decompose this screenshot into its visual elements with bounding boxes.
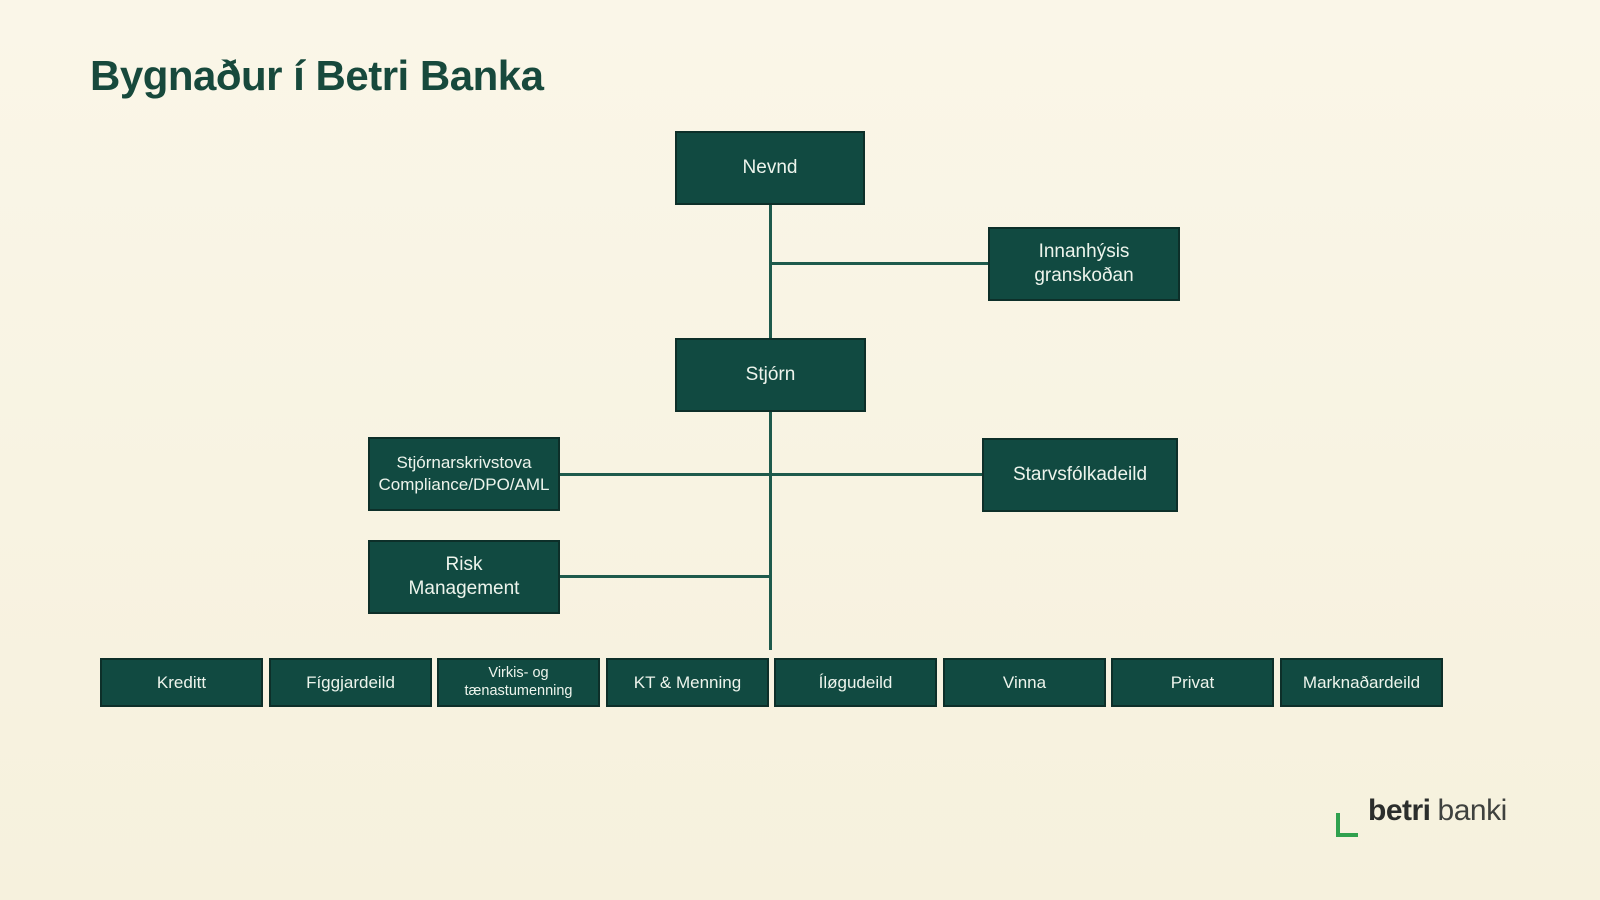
org-node-board-label: Nevnd (742, 156, 798, 178)
org-node-internal-audit: Innanhýsis granskoðan (988, 227, 1180, 301)
page-title: Bygnaður í Betri Banka (90, 52, 544, 99)
org-node-management: Stjórn (675, 338, 866, 412)
org-node-risk-line2: Management (408, 578, 520, 599)
org-node-dept-kreditt: Kreditt (100, 658, 263, 707)
org-node-dept-ilogudeild-label: Íløgudeild (818, 672, 893, 692)
logo-text-banki: banki (1437, 794, 1508, 827)
org-node-dept-vinna: Vinna (943, 658, 1106, 707)
connector-board-to-management (769, 205, 772, 338)
org-node-dept-virkis-line1: Virkis- og (488, 665, 549, 682)
org-node-dept-figgjardeild-label: Fíggjardeild (306, 672, 395, 692)
logo-bracket-icon (1336, 813, 1358, 837)
org-node-management-label: Stjórn (745, 363, 796, 385)
org-node-hr: Starvsfólkadeild (982, 438, 1178, 512)
org-node-secretariat: Stjórnarskrivstova Compliance/DPO/AML (368, 437, 560, 511)
org-node-dept-privat: Privat (1111, 658, 1274, 707)
org-node-hr-label: Starvsfólkadeild (1012, 463, 1148, 485)
org-node-internal-audit-line2: granskoðan (1034, 265, 1134, 286)
org-node-internal-audit-line1: Innanhýsis (1038, 240, 1130, 262)
org-node-dept-privat-label: Privat (1170, 672, 1215, 692)
org-node-board: Nevnd (675, 131, 865, 205)
connector-to-internal-audit (770, 262, 988, 265)
org-node-dept-virkis: Virkis- og tænastumenning (437, 658, 600, 707)
org-node-risk: Risk Management (368, 540, 560, 614)
org-node-dept-virkis-line2: tænastumenning (464, 682, 573, 699)
org-node-risk-line1: Risk (445, 553, 483, 575)
org-node-dept-figgjardeild: Fíggjardeild (269, 658, 432, 707)
org-node-dept-ilogudeild: Íløgudeild (774, 658, 937, 707)
org-node-dept-kreditt-label: Kreditt (156, 672, 207, 692)
org-node-dept-kt-menning: KT & Menning (606, 658, 769, 707)
logo-text-betri: betri (1368, 794, 1431, 827)
connector-risk (560, 575, 771, 578)
betri-banki-logo: betri banki (1336, 794, 1507, 837)
org-node-secretariat-line2: Compliance/DPO/AML (378, 475, 550, 494)
connector-secretariat-hr (560, 473, 984, 476)
org-node-dept-kt-menning-label: KT & Menning (633, 672, 742, 692)
org-node-dept-marknadardeild: Marknaðardeild (1280, 658, 1443, 707)
org-node-dept-marknadardeild-label: Marknaðardeild (1302, 672, 1421, 692)
connector-management-to-departments (769, 412, 772, 650)
org-node-dept-vinna-label: Vinna (1002, 672, 1047, 692)
org-node-secretariat-line1: Stjórnarskrivstova (396, 453, 532, 473)
